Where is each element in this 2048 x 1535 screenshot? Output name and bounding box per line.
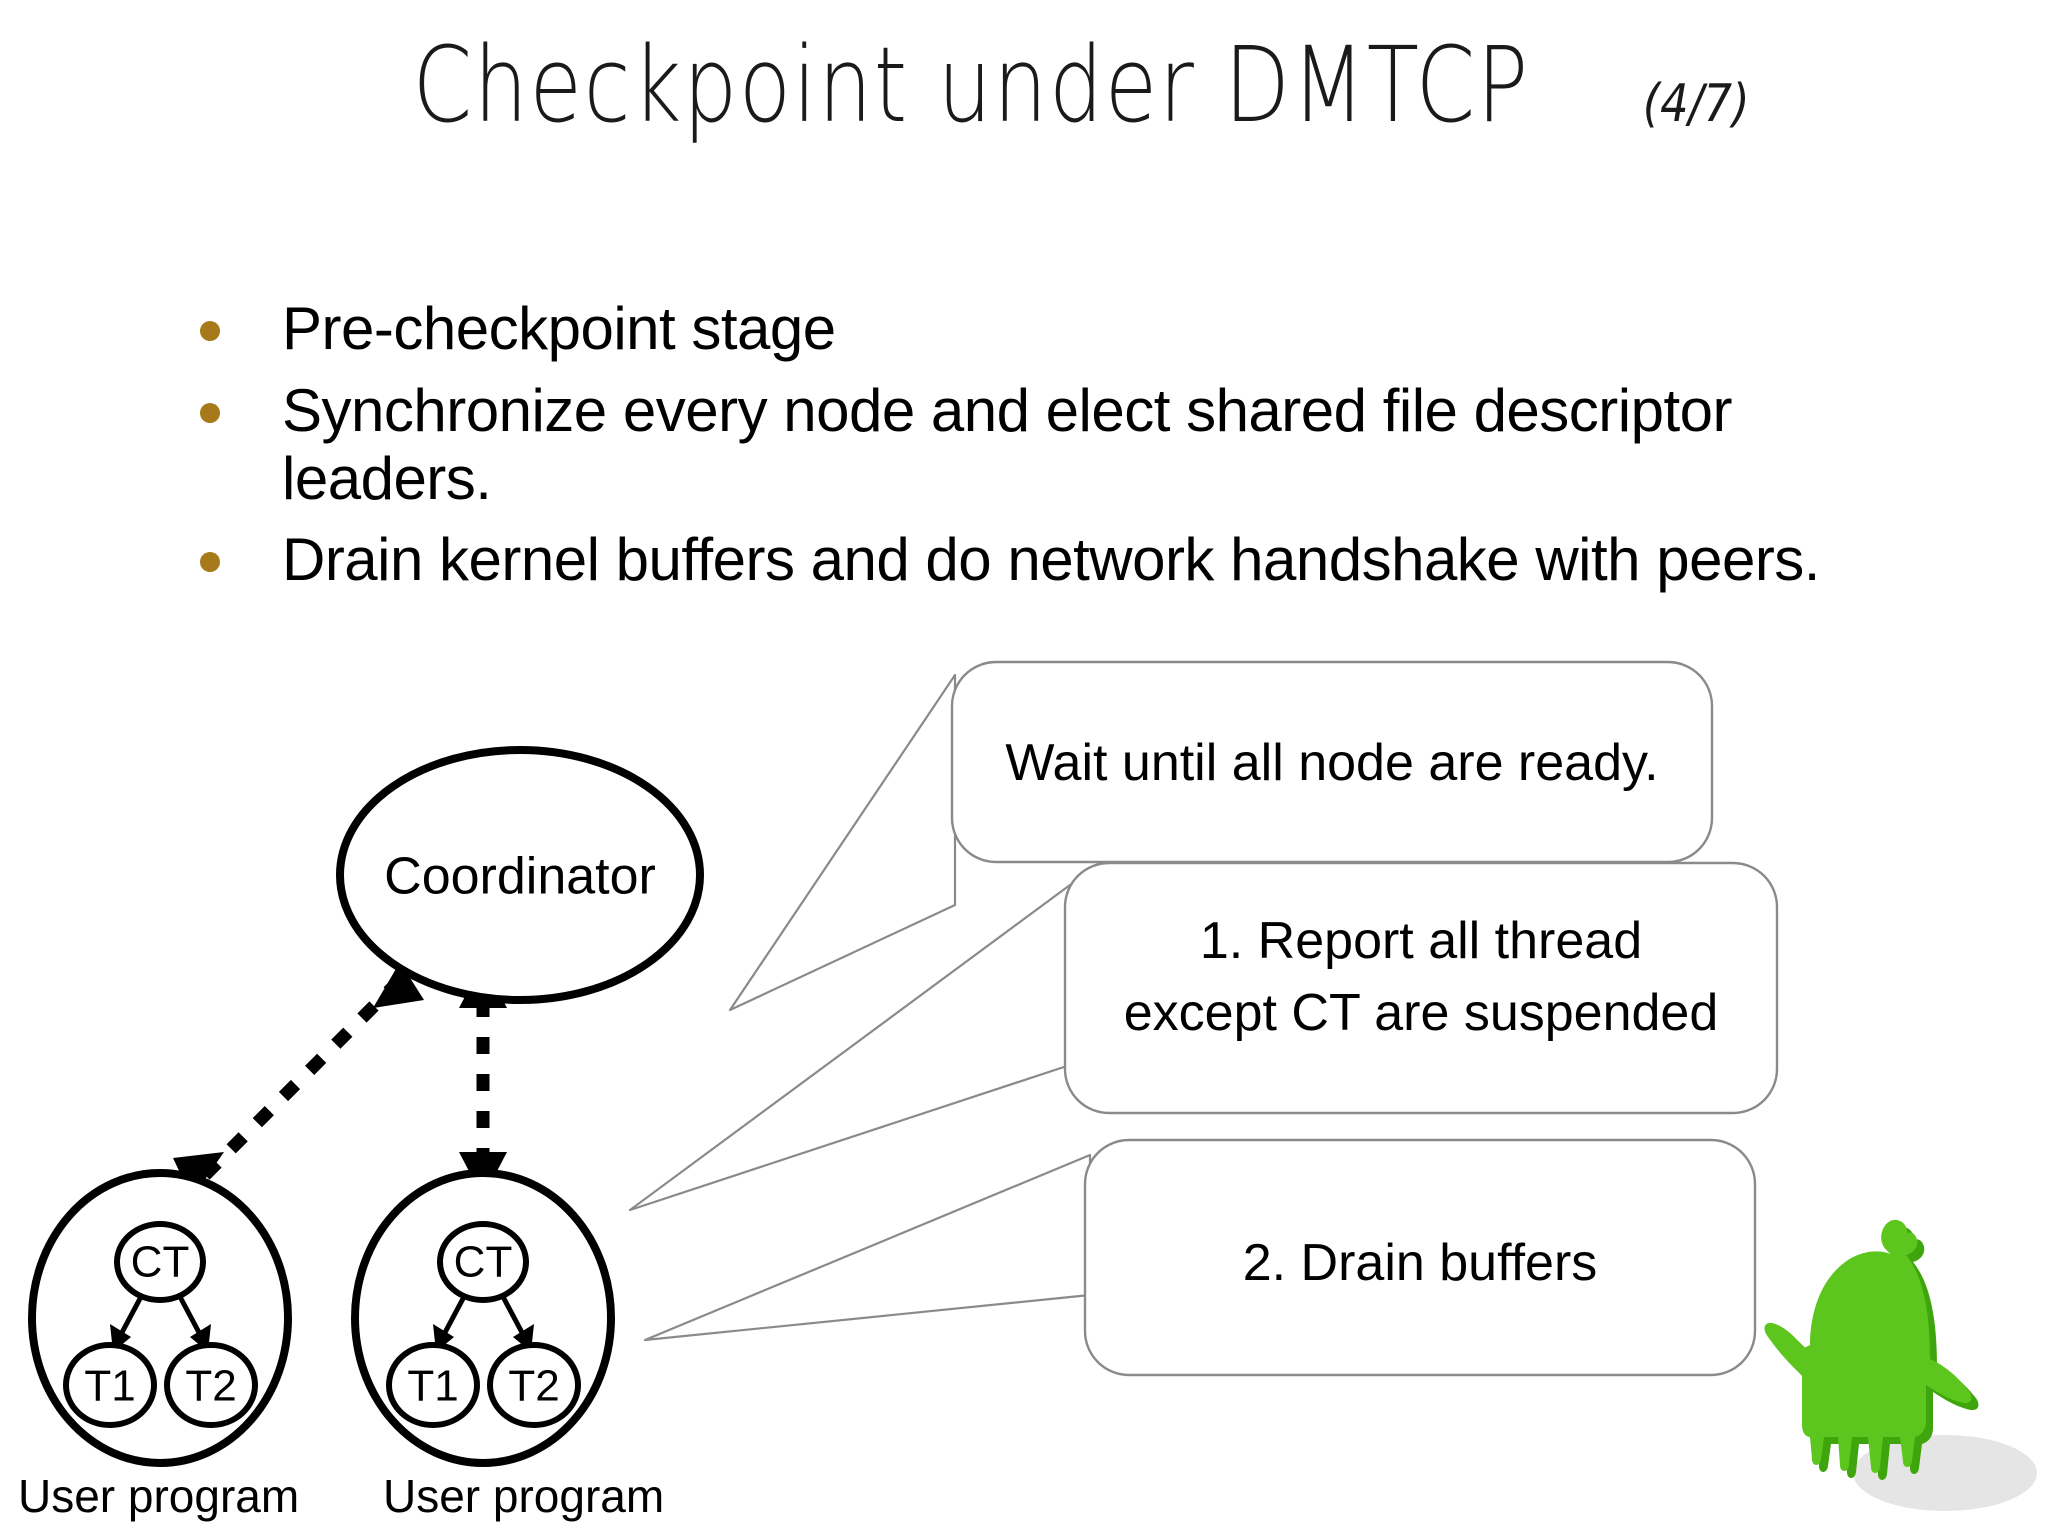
green-creature-logo	[1764, 1219, 2037, 1511]
bullet-dot-icon	[200, 321, 220, 341]
callout-tail-3	[643, 1153, 1092, 1342]
thread-label-t2: T2	[508, 1362, 559, 1411]
bullet-dot-icon	[200, 402, 220, 423]
callout-tail-2	[628, 883, 1072, 1212]
callout-report-threads: 1. Report all thread except CT are suspe…	[628, 861, 1779, 1212]
callout-label-3: 2. Drain buffers	[1243, 1234, 1598, 1292]
list-item: Synchronize every node and elect shared …	[200, 377, 1920, 513]
list-item: Pre-checkpoint stage	[200, 295, 1920, 363]
thread-label-ct: CT	[131, 1238, 190, 1287]
logo-shadow	[1853, 1435, 2037, 1511]
bullet-dot-icon	[200, 552, 220, 573]
coordinator-node: Coordinator	[336, 746, 704, 1004]
user-program-caption: User program	[18, 1470, 299, 1522]
callout-box-1	[950, 660, 1714, 864]
callout-drain-buffers: 2. Drain buffers	[643, 1138, 1757, 1377]
slide-title: Checkpoint under DMTCP (4/7)	[0, 24, 2048, 146]
user-program-left: CT T1 T2 User program	[18, 1169, 299, 1522]
page-title-counter: (4/7)	[1642, 74, 1750, 134]
list-item: Drain kernel buffers and do network hand…	[200, 526, 1920, 594]
thread-label-t1: T1	[84, 1362, 135, 1411]
coordinator-label: Coordinator	[384, 848, 656, 906]
thread-label-t2: T2	[185, 1362, 236, 1411]
thread-label-t1: T1	[407, 1362, 458, 1411]
callout-label-2b: except CT are suspended	[1124, 984, 1719, 1042]
callout-label-2a: 1. Report all thread	[1200, 912, 1642, 970]
logo-body	[1764, 1219, 1972, 1473]
thread-label-ct: CT	[454, 1238, 513, 1287]
callout-box-3	[1083, 1138, 1757, 1377]
callout-box-2	[1063, 861, 1779, 1115]
connector-right	[459, 962, 507, 1198]
bullet-list: Pre-checkpoint stage Synchronize every n…	[200, 295, 1920, 608]
connector-left	[173, 962, 424, 1198]
bullet-item-label: Pre-checkpoint stage	[282, 295, 836, 362]
page-title: Checkpoint under DMTCP	[412, 24, 1530, 146]
callout-label-1: Wait until all node are ready.	[1005, 734, 1658, 792]
bullet-item-label: Synchronize every node and elect shared …	[282, 376, 1733, 512]
callout-wait-ready: Wait until all node are ready.	[728, 660, 1714, 1012]
bullet-item-label: Drain kernel buffers and do network hand…	[282, 526, 1820, 594]
callout-tail-1	[728, 673, 957, 1012]
user-program-caption: User program	[383, 1470, 664, 1522]
user-program-right: CT T1 T2 User program	[351, 1169, 664, 1522]
